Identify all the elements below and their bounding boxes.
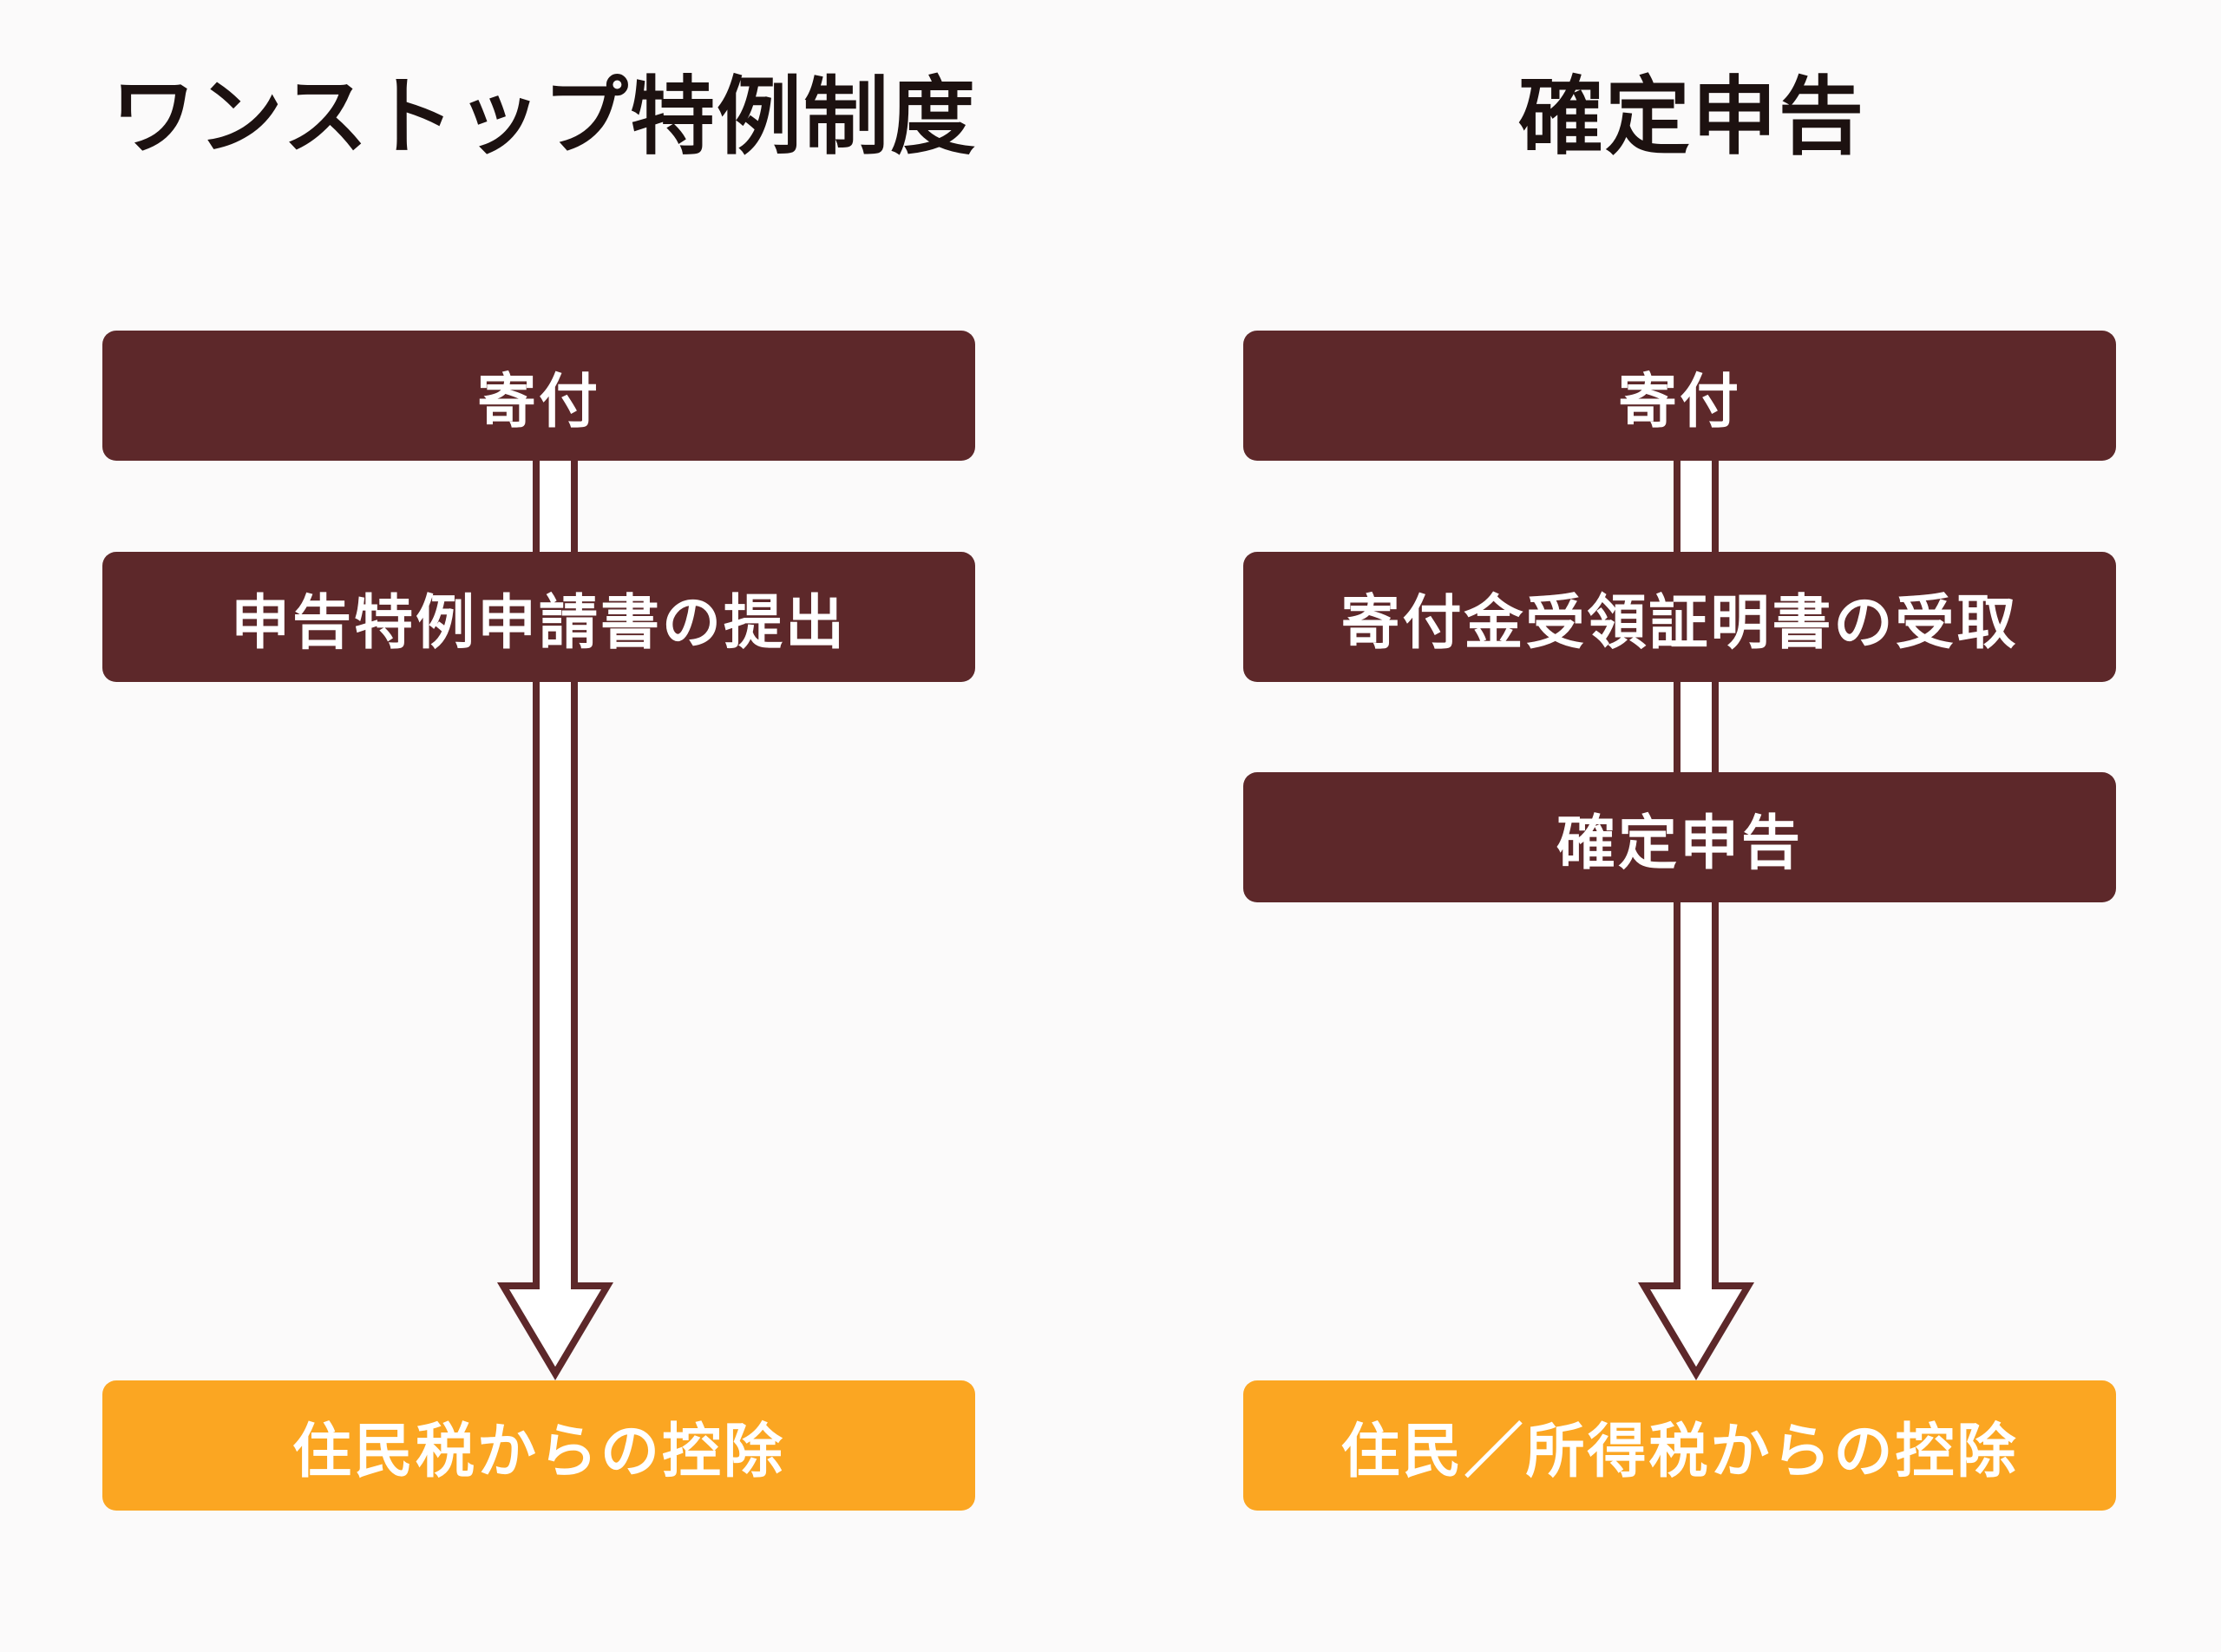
right-step-tax-return-label: 確定申告 xyxy=(1556,808,1803,878)
left-step-donation: 寄付 xyxy=(102,331,975,461)
title-one-stop: ワンストップ特例制度 xyxy=(111,67,978,167)
left-step-submit-application-label: 申告特例申請書の提出 xyxy=(230,587,847,658)
right-step-donation: 寄付 xyxy=(1243,331,2116,461)
left-result-deduction-label: 住民税からの控除 xyxy=(292,1416,785,1486)
right-step-tax-return: 確定申告 xyxy=(1243,772,2116,902)
right-step-receive-certificate-label: 寄付金受領証明書の受取 xyxy=(1340,587,2019,658)
right-result-deduction: 住民／所得税からの控除 xyxy=(1243,1380,2116,1511)
left-result-deduction: 住民税からの控除 xyxy=(102,1380,975,1511)
right-step-donation-label: 寄付 xyxy=(1617,366,1741,436)
left-step-donation-label: 寄付 xyxy=(476,366,600,436)
right-result-deduction-label: 住民／所得税からの控除 xyxy=(1340,1416,2019,1486)
right-step-receive-certificate: 寄付金受領証明書の受取 xyxy=(1243,552,2116,682)
left-step-submit-application: 申告特例申請書の提出 xyxy=(102,552,975,682)
title-tax-return: 確定申告 xyxy=(1518,67,1866,167)
